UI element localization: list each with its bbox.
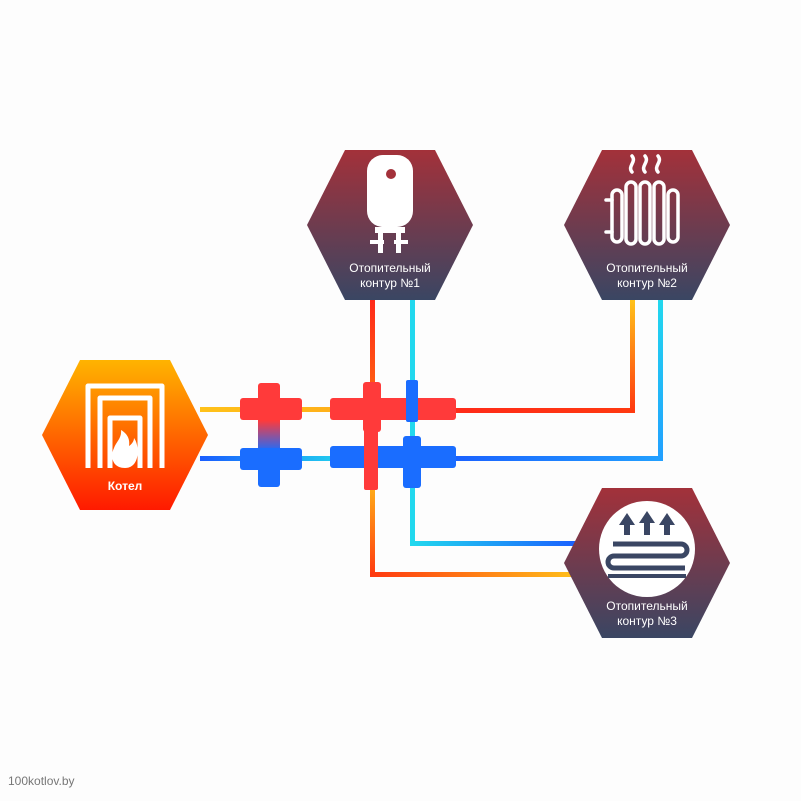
boiler-label: Котел <box>108 479 143 493</box>
circuit2-supply-pipe-h <box>440 408 635 413</box>
circuit3-return-pipe-v <box>410 470 415 546</box>
circuit2-label-line2: контур №2 <box>617 276 677 290</box>
circuit1-supply-pipe <box>370 298 375 410</box>
underfloor-heating-icon <box>599 501 695 597</box>
circuit2-label-line1: Отопительный <box>606 261 687 275</box>
water-heater-icon <box>367 155 413 253</box>
circuit2-supply-pipe-v <box>630 300 635 413</box>
hydraulic-separator <box>240 383 302 487</box>
return-manifold <box>330 420 456 490</box>
site-watermark: 100kotlov.by <box>8 774 75 788</box>
circuit1-return-pipe <box>410 298 415 458</box>
circuit3-return-pipe-h <box>410 541 582 546</box>
circuit3-label-line2: контур №3 <box>617 614 677 628</box>
circuit3-label-line1: Отопительный <box>606 599 687 613</box>
circuit3-supply-pipe-h <box>370 572 582 577</box>
circuit2-node: Отопительный контур №2 <box>564 150 730 300</box>
circuit1-label-line1: Отопительный <box>349 261 430 275</box>
boiler-flame-icon <box>85 383 165 468</box>
circuit2-return-pipe-v <box>658 300 663 461</box>
radiator-icon <box>604 154 680 246</box>
circuit2-return-pipe-h <box>440 456 663 461</box>
circuit1-label-line2: контур №1 <box>360 276 420 290</box>
circuit3-supply-pipe-v <box>370 470 375 577</box>
circuit1-node: Отопительный контур №1 <box>307 150 473 300</box>
circuit3-node: Отопительный контур №3 <box>564 488 730 638</box>
supply-manifold <box>330 380 456 432</box>
boiler-node: Котел <box>42 360 208 510</box>
